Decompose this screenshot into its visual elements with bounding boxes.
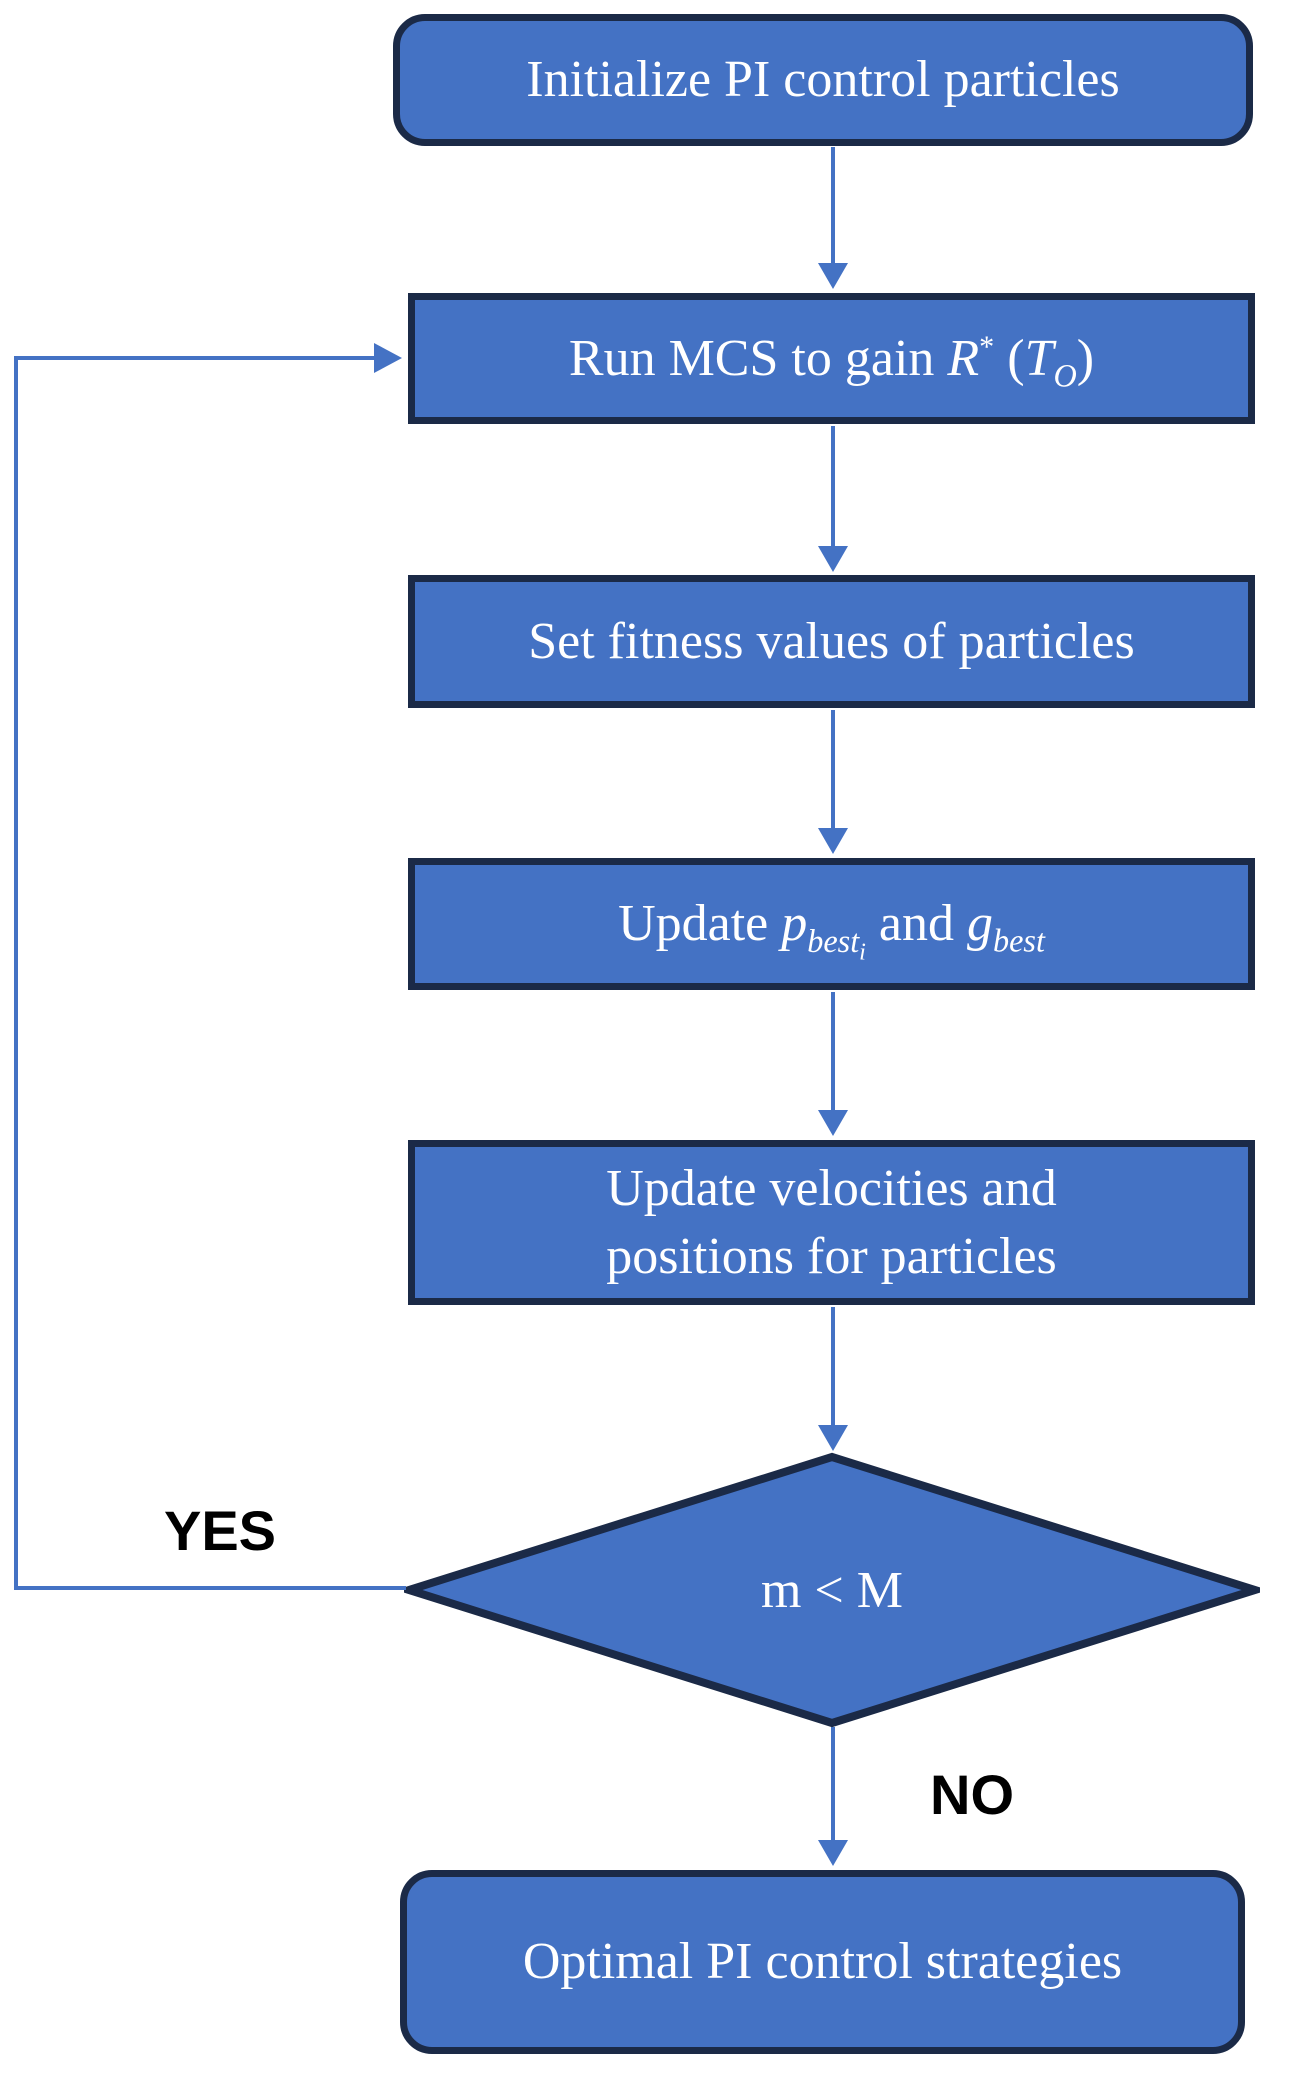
arrowhead-down-icon [818, 263, 848, 289]
yes-branch-top-line [14, 356, 374, 360]
arrowhead-down-icon [818, 1425, 848, 1451]
arrowhead-down-icon [818, 828, 848, 854]
arrowhead-right-icon [374, 343, 402, 373]
node-initialize-particles-label: Initialize PI control particles [526, 51, 1120, 109]
no-branch-label: NO [930, 1763, 1014, 1826]
node-optimal-strategies: Optimal PI control strategies [400, 1870, 1245, 2054]
yes-branch-bottom-line [14, 1586, 406, 1590]
update-velocities-line2: positions for particles [606, 1227, 1057, 1285]
run-mcs-t-var: T [1024, 329, 1054, 387]
yes-branch-label: YES [163, 1499, 277, 1562]
run-mcs-open-paren: ( [994, 329, 1025, 387]
arrow-fitness-to-best-line [831, 710, 835, 830]
arrowhead-down-icon [818, 546, 848, 572]
arrow-runmcs-to-fitness-line [831, 426, 835, 548]
arrow-best-to-velocities-line [831, 992, 835, 1112]
node-update-velocities-label: Update velocities and positions for part… [606, 1155, 1057, 1290]
run-mcs-r-sup: * [979, 329, 995, 364]
update-velocities-line1: Update velocities and [606, 1159, 1057, 1217]
decision-diamond-shape [404, 1452, 1260, 1728]
arrow-velocities-to-decision-line [831, 1307, 835, 1427]
node-set-fitness: Set fitness values of particles [408, 575, 1255, 708]
update-best-g-sub: best [992, 922, 1045, 959]
run-mcs-prefix: Run MCS to gain [568, 329, 948, 387]
node-optimal-strategies-label: Optimal PI control strategies [522, 1933, 1123, 1991]
node-decision-label: m < M [760, 1561, 903, 1619]
arrow-start-to-runmcs-line [831, 147, 835, 265]
update-best-p-subsub: i [859, 938, 866, 966]
node-update-best: Update pbesti and gbest [408, 858, 1255, 990]
arrowhead-down-icon [818, 1840, 848, 1866]
run-mcs-close-paren: ) [1076, 329, 1095, 387]
run-mcs-r-var: R [947, 329, 980, 387]
node-update-velocities: Update velocities and positions for part… [408, 1140, 1255, 1305]
node-decision: m < M [404, 1452, 1260, 1728]
update-best-p-sub: best [807, 922, 860, 959]
yes-branch-vertical-line [14, 356, 18, 1590]
node-run-mcs: Run MCS to gain R* (TO) [408, 293, 1255, 424]
node-update-best-label: Update pbesti and gbest [618, 890, 1045, 963]
update-best-and: and [865, 895, 967, 953]
run-mcs-t-sub: O [1053, 357, 1077, 394]
update-best-p-var: p [781, 895, 808, 953]
node-run-mcs-label: Run MCS to gain R* (TO) [569, 325, 1094, 393]
no-branch-line [831, 1727, 835, 1842]
update-best-g-var: g [966, 895, 993, 953]
update-best-prefix: Update [618, 895, 782, 953]
node-initialize-particles: Initialize PI control particles [393, 14, 1253, 146]
arrowhead-down-icon [818, 1110, 848, 1136]
node-set-fitness-label: Set fitness values of particles [528, 612, 1135, 670]
